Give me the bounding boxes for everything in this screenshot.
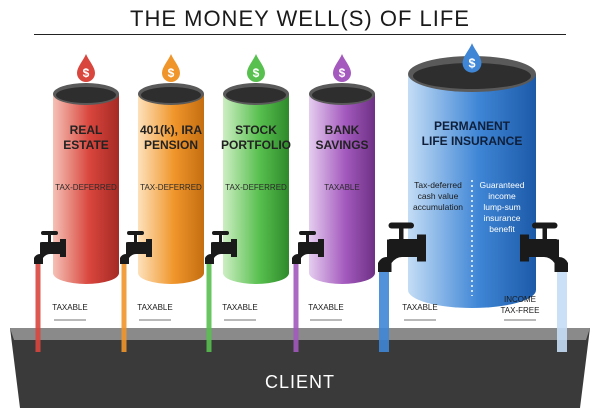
drop-shape (77, 54, 95, 82)
well-cylinder (223, 94, 289, 284)
water-stream (121, 262, 127, 352)
insurance-right-text: income (488, 191, 516, 201)
water-stream (293, 262, 299, 352)
water-stream (206, 262, 212, 352)
faucet-icon (520, 222, 568, 272)
insurance-opening-inner (413, 63, 531, 89)
well-tax-label: TAX-DEFERRED (55, 183, 117, 192)
faucet-icon (34, 231, 66, 264)
insurance-name: LIFE INSURANCE (422, 134, 523, 148)
well-opening-inner (226, 87, 286, 103)
dollar-sign: $ (253, 66, 260, 80)
dollar-sign: $ (168, 66, 175, 80)
insurance-right-text: insurance (484, 213, 521, 223)
insurance-right-text: benefit (489, 224, 515, 234)
trough-label: CLIENT (265, 372, 335, 392)
well-tax-label: TAX-DEFERRED (140, 183, 202, 192)
insurance-left-text: accumulation (413, 202, 463, 212)
insurance-left-text: cash value (418, 191, 459, 201)
well-cylinder (138, 94, 204, 284)
money-drop-icon: $ (462, 43, 482, 73)
drop-shape (333, 54, 351, 82)
faucet-icon (120, 231, 152, 264)
faucet-icon (292, 231, 324, 264)
money-drop-icon: $ (162, 54, 180, 82)
insurance-right-text: lump-sum (483, 202, 520, 212)
well-tax-label: TAX-DEFERRED (225, 183, 287, 192)
well-name: SAVINGS (315, 138, 368, 152)
well-name: 401(k), IRA (140, 123, 202, 137)
well-opening-inner (312, 87, 372, 103)
dollar-sign: $ (468, 56, 475, 70)
spout-label: TAXABLE (402, 303, 437, 312)
spout-label: TAXABLE (52, 303, 87, 312)
spout-label: TAXABLE (222, 303, 257, 312)
well-opening-inner (56, 87, 116, 103)
client-trough: CLIENT (10, 328, 590, 408)
spout-label: TAXABLE (137, 303, 172, 312)
spout-label: TAX-FREE (501, 306, 540, 315)
title-rule (34, 34, 566, 35)
drop-shape (162, 54, 180, 82)
well-name: PENSION (144, 138, 198, 152)
water-stream (35, 262, 41, 352)
insurance-right-text: Guaranteed (480, 180, 525, 190)
well-name: STOCK (235, 123, 277, 137)
dollar-sign: $ (339, 66, 346, 80)
well-name: BANK (325, 123, 360, 137)
dollar-sign: $ (83, 66, 90, 80)
well-tax-label: TAXABLE (324, 183, 359, 192)
well-cylinder (309, 94, 375, 284)
spout-label: INCOME (504, 295, 536, 304)
water-stream (557, 270, 567, 352)
water-stream (379, 270, 389, 352)
money-drop-icon: $ (333, 54, 351, 82)
insurance-left-text: Tax-deferred (414, 180, 462, 190)
well-cylinder (53, 94, 119, 284)
faucet-icon (205, 231, 237, 264)
money-drop-icon: $ (247, 54, 265, 82)
diagram-title: THE MONEY WELL(S) OF LIFE (130, 6, 470, 31)
money-drop-icon: $ (77, 54, 95, 82)
well-name: REAL (70, 123, 103, 137)
well-name: PORTFOLIO (221, 138, 291, 152)
insurance-name: PERMANENT (434, 119, 511, 133)
drop-shape (247, 54, 265, 82)
well-opening-inner (141, 87, 201, 103)
trough-body (10, 328, 590, 408)
well-name: ESTATE (63, 138, 109, 152)
drop-shape (462, 43, 482, 73)
trough-rim (10, 328, 590, 340)
faucet-icon (378, 222, 426, 272)
spout-label: TAXABLE (308, 303, 343, 312)
